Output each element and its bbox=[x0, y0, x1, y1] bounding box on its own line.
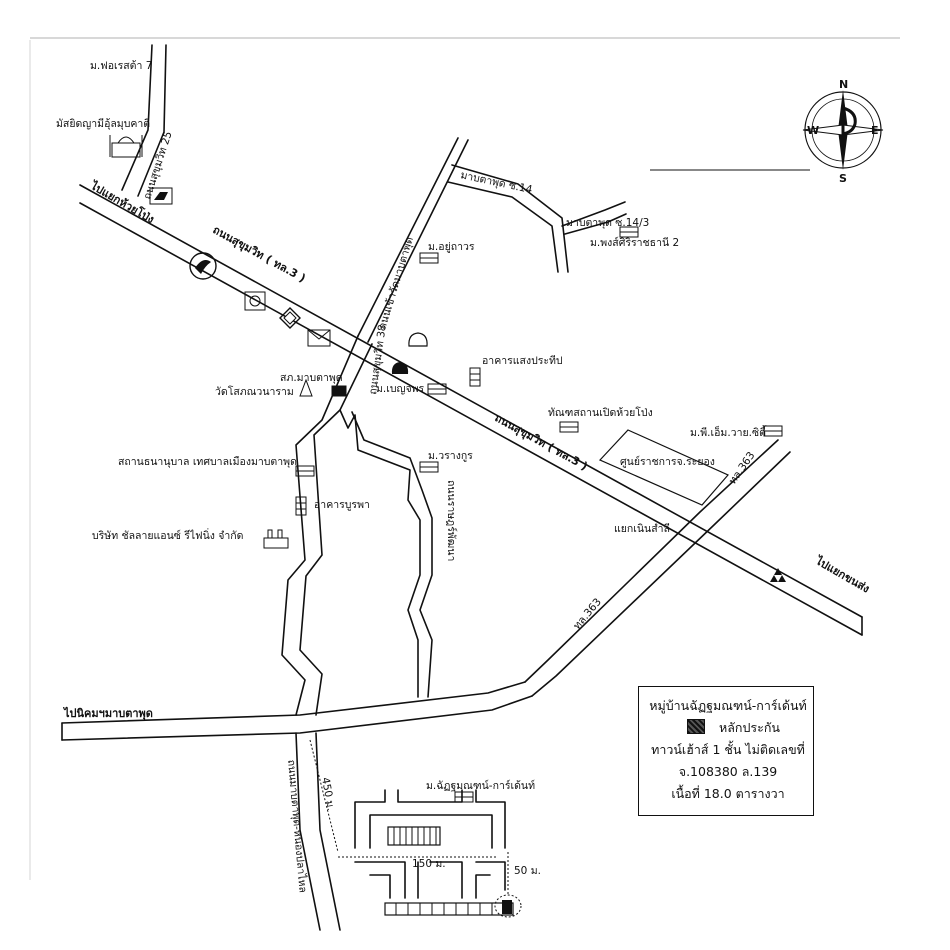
temple-icon bbox=[299, 378, 313, 397]
post-office-icon bbox=[307, 329, 331, 347]
nikhom-road bbox=[61, 681, 533, 741]
label-sunrachakan: ศูนย์ราชการจ.ระยอง bbox=[620, 455, 715, 468]
rat-phatthana-road bbox=[339, 409, 433, 698]
label-soi25: ถนนสุขุมวิท 25 bbox=[141, 130, 174, 201]
house-icon-benjaphon bbox=[427, 383, 447, 395]
label-pm: ม.พี.เอ็ม.วาย.ซิตี้ bbox=[690, 425, 767, 439]
legend-line2: จ.108380 ล.139 bbox=[678, 764, 778, 779]
label-benjaphon: ม.เบญจพร bbox=[376, 383, 425, 395]
soi-14-road bbox=[447, 164, 627, 273]
compass-e: E bbox=[871, 124, 879, 137]
label-company: บริษัท ชัลลายแอนซ์ รีไฟนิ่ง จำกัด bbox=[92, 528, 243, 542]
label-wat: วัดโสภณวนาราม bbox=[215, 385, 294, 398]
label-wat-road: ถนนเข้าวัดมาบตาพุด bbox=[376, 236, 416, 331]
label-tanjasathan: ทัณฑสถานเปิดห้วยโป่ง bbox=[548, 406, 653, 419]
house-icon-kindergarten bbox=[295, 465, 315, 477]
distance-lines bbox=[309, 739, 509, 896]
label-soi14: มาบตาพุด ซ.14 bbox=[459, 169, 533, 196]
row-houses-upper bbox=[387, 826, 441, 846]
legend-box: หมู่บ้านฉัฏฐมณฑน์-การ์เด้นท์ หลักประกัน … bbox=[638, 686, 814, 816]
route-363 bbox=[524, 439, 791, 697]
legend-marker-row: หลักประกัน bbox=[649, 717, 807, 739]
label-forest7: ม.ฟอเรสต้า 7 bbox=[90, 60, 152, 72]
house-icon-burapha bbox=[295, 496, 307, 516]
house-icon-yuthawon bbox=[419, 252, 439, 264]
label-to-khon-song: ไปแยกขนส่ง bbox=[812, 552, 873, 595]
legend-line3: เนื้อที่ 18.0 ตารางวา bbox=[671, 786, 785, 801]
house-icon-chattham bbox=[454, 791, 474, 803]
shell-icon-2 bbox=[391, 362, 409, 374]
compass-w: W bbox=[807, 124, 819, 137]
label-450m: 450 ม. bbox=[319, 776, 337, 811]
soi-25-road bbox=[121, 44, 167, 197]
label-warangkoon: ม.วรางกูร bbox=[428, 450, 473, 462]
label-burapha: อาคารบูรพา bbox=[314, 499, 370, 511]
label-tl363-b: ทล.363 bbox=[571, 596, 604, 632]
label-sor-kor: สภ.มาบตาพุด bbox=[280, 372, 343, 384]
legend-title: หมู่บ้านฉัฏฐมณฑน์-การ์เด้นท์ bbox=[649, 698, 807, 713]
label-soi14-3: มาบตาพุด ซ.14/3 bbox=[566, 217, 649, 229]
house-icon-pm bbox=[763, 425, 783, 437]
label-tl363-a: ทล.363 bbox=[727, 450, 758, 487]
label-mosque: มัสยิดญามีอุ้ลมุบคาติ bbox=[56, 117, 150, 130]
label-phongsiri: ม.พงส์ศิริราชธานี 2 bbox=[590, 236, 679, 249]
compass-n: N bbox=[839, 78, 848, 91]
label-yuthawon: ม.อยู่ถาวร bbox=[428, 241, 475, 253]
village-inset bbox=[354, 789, 522, 918]
factory-icon bbox=[263, 529, 289, 549]
label-150m: 150 ม. bbox=[412, 858, 446, 870]
label-50m: 50 ม. bbox=[514, 865, 541, 877]
mitsubishi-icon bbox=[770, 568, 786, 582]
scb-icon bbox=[279, 307, 301, 329]
collateral-swatch-icon bbox=[687, 719, 705, 734]
shell-icon-1 bbox=[408, 332, 428, 347]
label-rat-phatthana: ถนนราษฎร์พัฒนา bbox=[445, 480, 458, 561]
row-houses-lower bbox=[384, 902, 514, 916]
building-icon bbox=[469, 367, 481, 387]
legend-line1: ทาวน์เฮ้าส์ 1 ชั้น ไม่ติดเลขที่ bbox=[651, 742, 805, 757]
label-bangkok-bank: อาคารแสงประทีป bbox=[482, 354, 563, 367]
label-to-nikhom: ไปนิคมฯมาบตาพุด bbox=[62, 706, 153, 721]
wat-road bbox=[357, 137, 469, 343]
compass-s: S bbox=[839, 172, 847, 185]
mosque-icon bbox=[109, 135, 143, 158]
label-chattham: ม.ฉัฏฐมณฑน์-การ์เด้นท์ bbox=[426, 779, 535, 792]
honda-icon bbox=[149, 187, 173, 205]
house-icon-sor-kor bbox=[331, 385, 347, 397]
bank-icon bbox=[244, 291, 266, 311]
collateral-circle bbox=[494, 894, 522, 918]
collateral-house-marker bbox=[502, 900, 512, 914]
label-kindergarten: สถานธนานุบาล เทศบาลเมืองมาบตาพุด bbox=[118, 455, 297, 468]
government-center-area bbox=[598, 429, 729, 506]
soi-38-road bbox=[281, 335, 373, 931]
label-yaek: แยกเนินสำลี bbox=[614, 522, 670, 535]
legend-marker-label: หลักประกัน bbox=[719, 720, 780, 735]
compass-icon: N S E W bbox=[802, 78, 884, 185]
label-map-ta-phut-phla: ถนนมาบตาพุด-หนองปลาไหล bbox=[285, 759, 310, 893]
label-sukhumvit-upper: ถนนสุขุมวิท ( ทล.3 ) bbox=[210, 223, 308, 286]
label-sukhumvit-lower: ถนนสุขุมวิท ( ทล.3 ) bbox=[492, 411, 590, 474]
house-icon-tanjasathan bbox=[559, 421, 579, 433]
ptt-icon bbox=[189, 252, 217, 280]
house-icon-warangkoon bbox=[419, 461, 439, 473]
house-icon-phongsiri bbox=[619, 226, 639, 238]
sukhumvit-road bbox=[79, 184, 863, 636]
